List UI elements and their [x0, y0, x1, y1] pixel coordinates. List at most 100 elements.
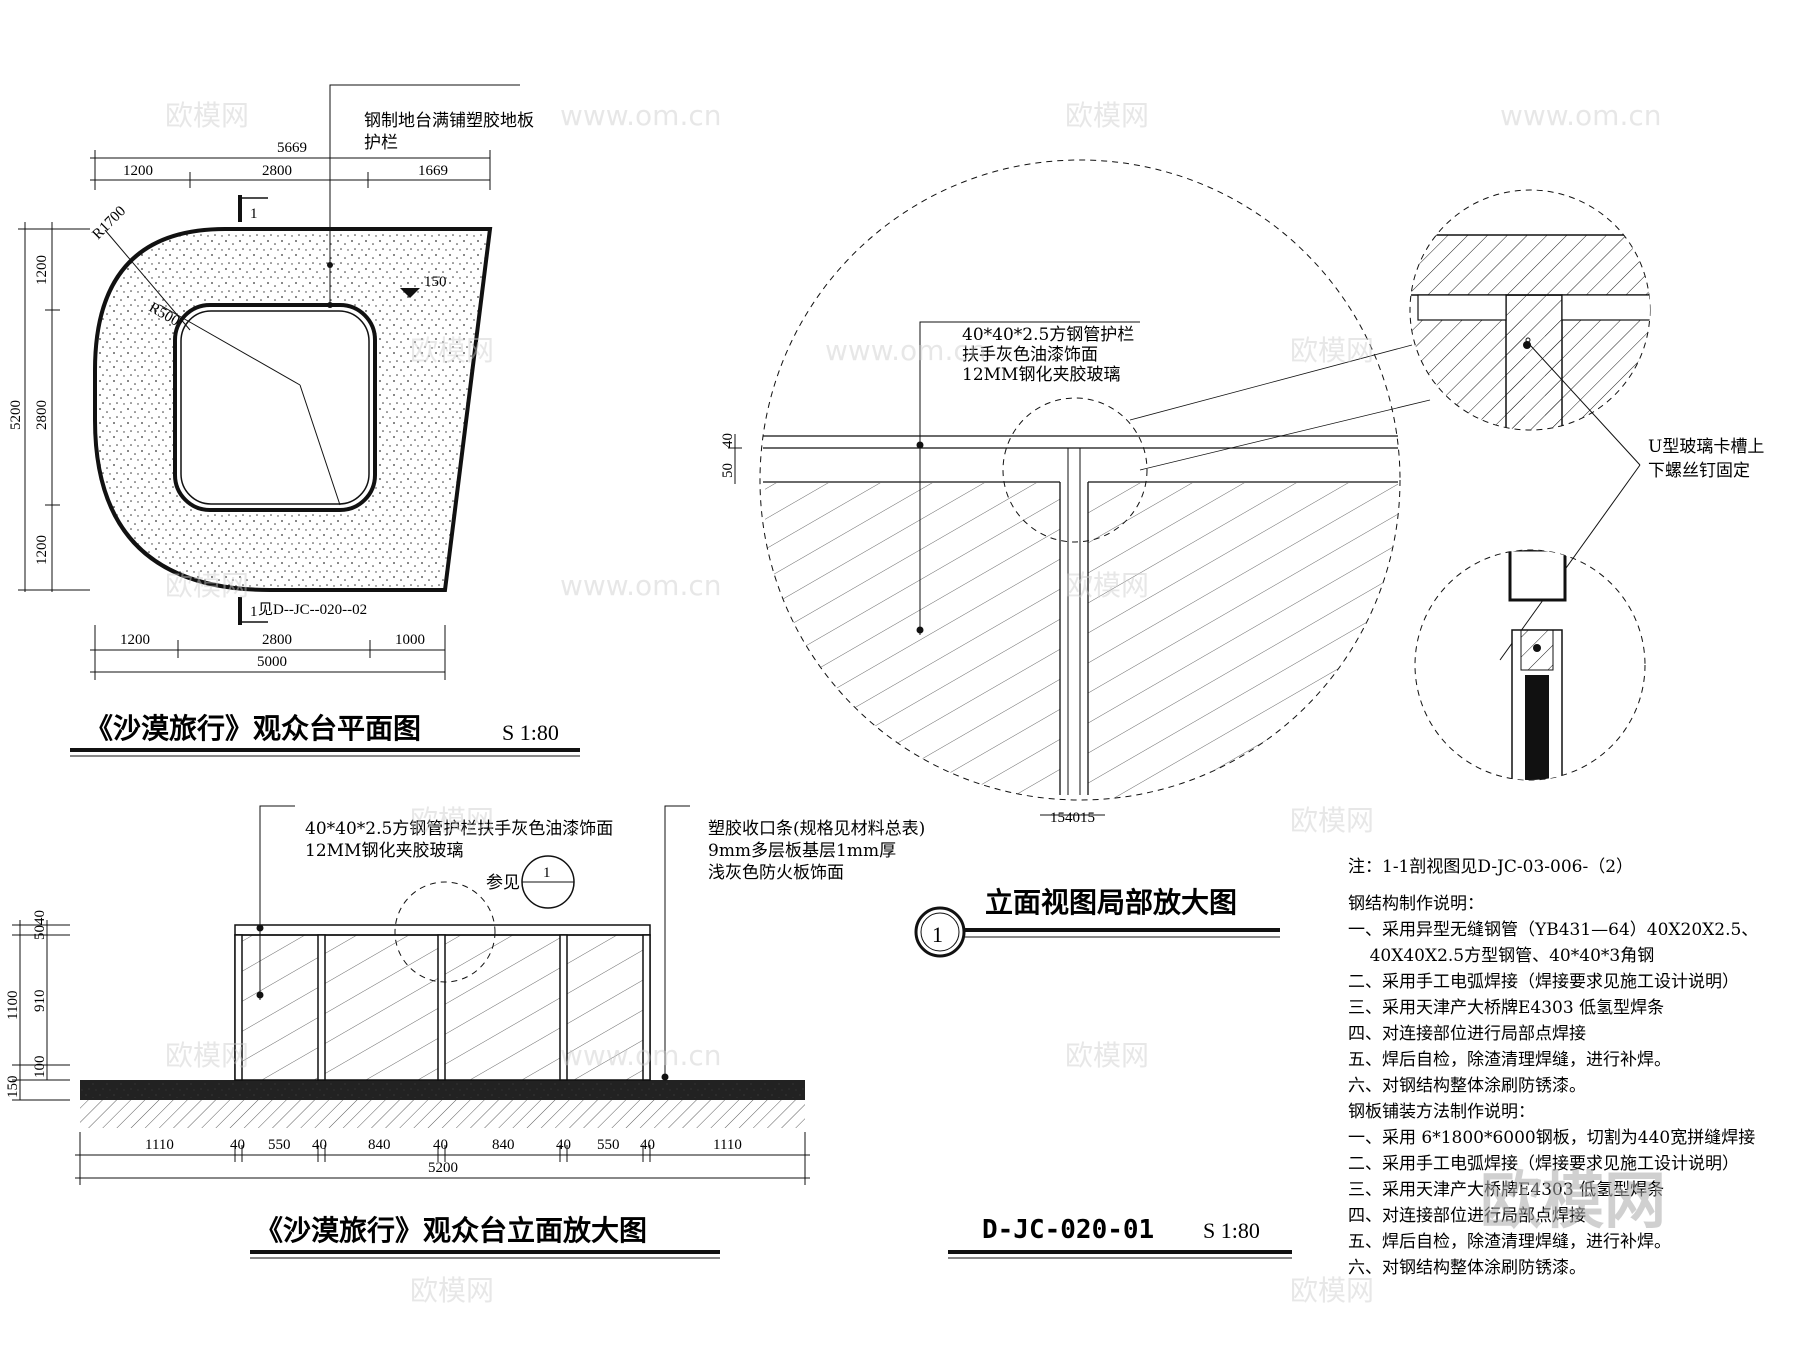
plan-dim-left-total: 5200	[8, 400, 24, 430]
note-line: 钢板铺装方法制作说明：	[1348, 1102, 1535, 1122]
plan-dims-left	[18, 222, 90, 592]
detail-note-line1: 40*40*2.5方钢管护栏	[962, 325, 1134, 345]
svg-text:欧模网: 欧模网	[1065, 1039, 1149, 1072]
elev-dim-left-40: 40	[32, 910, 48, 925]
svg-text:40: 40	[640, 1137, 655, 1153]
svg-text:欧模网: 欧模网	[1290, 1274, 1374, 1307]
note-line: 一、采用异型无缝钢管（YB431—64）40X20X2.5、	[1348, 920, 1758, 940]
note-line: 注：1-1剖视图见D-JC-03-006-（2）	[1348, 857, 1633, 877]
elevation-note-left-line2: 12MM钢化夹胶玻璃	[305, 841, 463, 861]
plan-dims-bottom	[90, 625, 446, 680]
plan-dim-bottom-1: 1200	[120, 632, 150, 648]
note-line: 钢结构制作说明：	[1348, 894, 1484, 914]
svg-text:840: 840	[492, 1137, 515, 1153]
plan-callout-line1: 钢制地台满铺塑胶地板	[364, 111, 534, 131]
plan-scale: S 1:80	[502, 720, 559, 745]
note-line: 三、采用天津产大桥牌E4303 低氢型焊条	[1348, 1180, 1664, 1200]
sheet-scale: S 1:80	[1203, 1218, 1260, 1243]
note-line: 六、对钢结构整体涂刷防锈漆。	[1348, 1258, 1586, 1278]
note-line: 40X40X2.5方型钢管、40*40*3角钢	[1348, 946, 1654, 966]
plan-dim-top-1: 1200	[123, 163, 153, 179]
svg-text:欧模网: 欧模网	[410, 1274, 494, 1307]
svg-text:www.om.cn: www.om.cn	[560, 569, 721, 602]
svg-text:40: 40	[230, 1137, 245, 1153]
watermarks: 欧模网 www.om.cn 欧模网 www.om.cn 欧模网 www.om.c…	[165, 99, 1666, 1307]
ref-label: 参见	[486, 873, 520, 893]
plan-dim-bottom-total: 5000	[257, 654, 287, 670]
svg-text:1110: 1110	[145, 1137, 174, 1153]
u-clip-line2: 下螺丝钉固定	[1648, 461, 1750, 481]
plan-view: R1700 R500 150 钢制地台满铺塑胶地板 护栏 1 1 见D--JC-…	[8, 84, 580, 757]
elev-dim-left-150: 150	[5, 1076, 21, 1099]
detail-number-circle	[914, 906, 966, 958]
plan-dim-top-total: 5669	[277, 140, 307, 156]
sheet-code: D-JC-020-01	[982, 1215, 1154, 1245]
note-line: 六、对钢结构整体涂刷防锈漆。	[1348, 1076, 1586, 1096]
svg-text:1: 1	[250, 206, 258, 222]
section-mark-bottom: 1 见D--JC--020--02	[238, 597, 367, 625]
ref-mark: 1	[543, 865, 551, 881]
elevation-note-right-line1: 塑胶收口条(规格见材料总表)	[708, 819, 925, 839]
plan-dim-top-2: 2800	[262, 163, 292, 179]
plan-dim-top-3: 1669	[418, 163, 448, 179]
elev-dim-left-910: 910	[32, 990, 48, 1013]
svg-text:欧模网: 欧模网	[410, 804, 494, 837]
svg-text:550: 550	[268, 1137, 291, 1153]
svg-text:www.om.cn: www.om.cn	[560, 99, 721, 132]
svg-text:550: 550	[597, 1137, 620, 1153]
svg-text:1110: 1110	[713, 1137, 742, 1153]
svg-text:欧模网: 欧模网	[165, 569, 249, 602]
plan-dim-bottom-3: 1000	[395, 632, 425, 648]
plan-dims-top	[90, 150, 491, 190]
note-line: 二、采用手工电弧焊接（焊接要求见施工设计说明）	[1348, 1154, 1739, 1174]
note-line: 二、采用手工电弧焊接（焊接要求见施工设计说明）	[1348, 972, 1739, 992]
section-ref: 见D--JC--020--02	[258, 602, 367, 618]
elev-dim-left-100: 100	[32, 1056, 48, 1079]
elev-dims-bottom: 1110 40 550 40 840 40 840 40 550 40 1110	[145, 1137, 742, 1153]
svg-text:欧模网: 欧模网	[1290, 334, 1374, 367]
plan-dim-bottom-2: 2800	[262, 632, 292, 648]
level-label: 150	[424, 274, 447, 290]
plan-dim-left-2: 2800	[34, 400, 50, 430]
plan-title: 《沙漠旅行》观众台平面图	[85, 712, 421, 745]
elev-dim-left-1100: 1100	[5, 991, 21, 1020]
svg-text:40: 40	[556, 1137, 571, 1153]
svg-text:欧模网: 欧模网	[1290, 804, 1374, 837]
notes-block: 注：1-1剖视图见D-JC-03-006-（2） 钢结构制作说明： 一、采用异型…	[1348, 857, 1758, 1278]
u-clip-line1: U型玻璃卡槽上	[1648, 437, 1764, 457]
detail-number: 1	[932, 922, 943, 947]
note-line: 五、焊后自检，除渣清理焊缝，进行补焊。	[1348, 1050, 1671, 1070]
svg-text:1: 1	[250, 604, 258, 620]
plan-callout-line2: 护栏	[364, 133, 398, 153]
elev-dim-total: 5200	[428, 1160, 458, 1176]
level-marker-icon	[400, 288, 420, 298]
detail-dim-50: 50	[720, 463, 736, 478]
detail-title: 立面视图局部放大图	[985, 886, 1237, 919]
elevation-note-right-line3: 浅灰色防火板饰面	[708, 863, 844, 883]
svg-text:欧模网: 欧模网	[1065, 569, 1149, 602]
svg-text:欧模网: 欧模网	[165, 1039, 249, 1072]
plan-dim-left-1: 1200	[34, 255, 50, 285]
sheet-code-block: D-JC-020-01 S 1:80	[948, 1215, 1292, 1259]
watermark-logo: 欧模网	[1480, 1164, 1666, 1237]
svg-text:www.om.cn: www.om.cn	[825, 334, 986, 367]
platform-opening	[173, 303, 377, 512]
elev-dim-left-50: 50	[32, 925, 48, 940]
detail-note-line2: 扶手灰色油漆饰面	[962, 345, 1098, 365]
elevation-note-right-line2: 9mm多层板基层1mm厚	[708, 841, 896, 861]
svg-text:40: 40	[433, 1137, 448, 1153]
svg-text:欧模网: 欧模网	[410, 334, 494, 367]
svg-text:www.om.cn: www.om.cn	[560, 1039, 721, 1072]
elevation-note-left-line1: 40*40*2.5方钢管护栏扶手灰色油漆饰面	[305, 819, 613, 839]
svg-text:欧模网: 欧模网	[165, 99, 249, 132]
detail-note-line3: 12MM钢化夹胶玻璃	[962, 365, 1120, 385]
note-line: 四、对连接部位进行局部点焊接	[1348, 1024, 1586, 1044]
detail-dim-40: 40	[720, 433, 736, 448]
note-line: 四、对连接部位进行局部点焊接	[1348, 1206, 1586, 1226]
note-line: 五、焊后自检，除渣清理焊缝，进行补焊。	[1348, 1232, 1671, 1252]
note-line: 一、采用 6*1800*6000钢板，切割为440宽拼缝焊接	[1348, 1128, 1755, 1148]
detail-circle	[759, 159, 1401, 801]
plan-dim-left-3: 1200	[34, 535, 50, 565]
svg-text:40: 40	[312, 1137, 327, 1153]
